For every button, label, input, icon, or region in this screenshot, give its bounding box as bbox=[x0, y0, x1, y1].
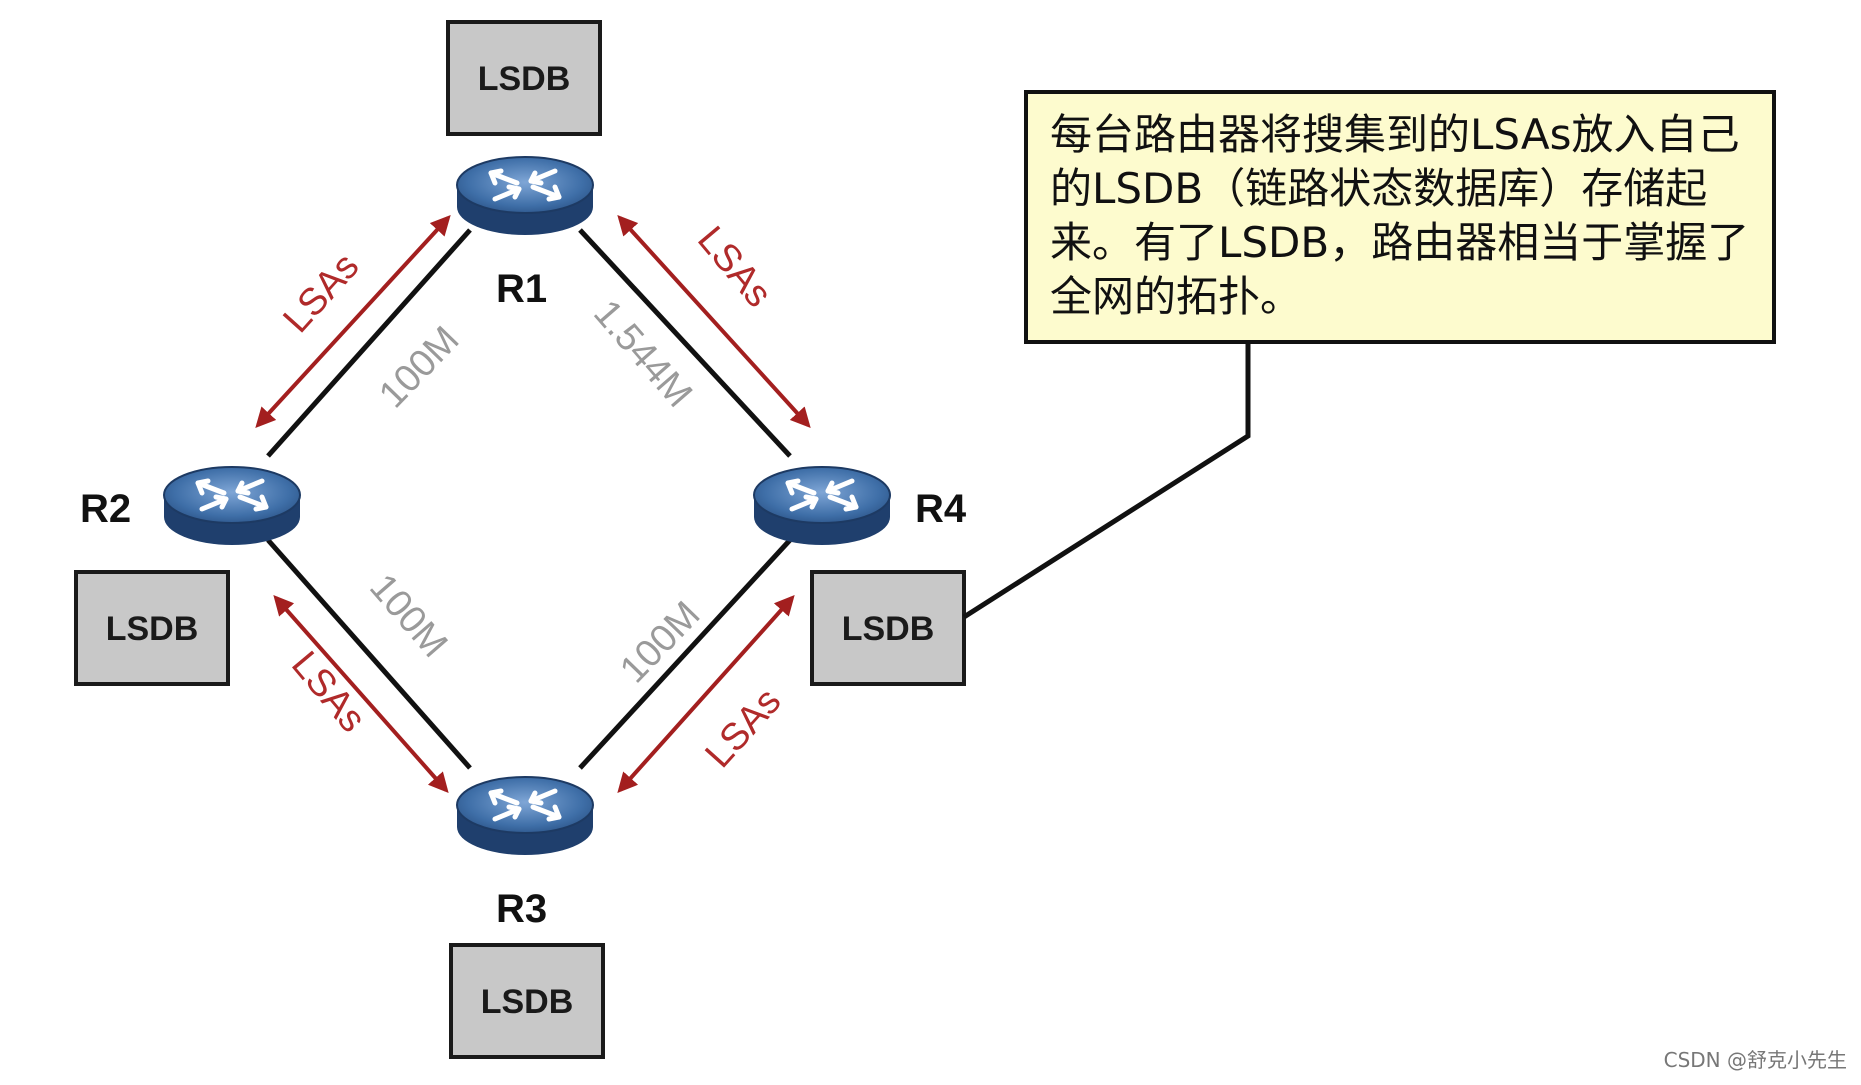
router-label-r2: R2 bbox=[80, 487, 131, 531]
bandwidth-label-r1-r4: 1.544M bbox=[585, 292, 700, 415]
router-r1 bbox=[457, 157, 593, 235]
lsa-label-r1-r2: LSAs bbox=[275, 245, 367, 341]
lsdb-box-r4: LSDB bbox=[810, 570, 966, 686]
router-icon bbox=[457, 157, 593, 235]
bandwidth-label-r1-r2: 100M bbox=[371, 319, 467, 417]
router-label-r4: R4 bbox=[915, 487, 967, 531]
callout-note: 每台路由器将搜集到的LSAs放入自己的LSDB（链路状态数据库）存储起来。有了L… bbox=[1024, 90, 1776, 344]
router-label-r3: R3 bbox=[496, 887, 547, 931]
router-icon bbox=[164, 467, 300, 545]
watermark: CSDN @舒克小先生 bbox=[1663, 1048, 1847, 1072]
lsa-arrow-r1-r4 bbox=[617, 215, 811, 428]
lsa-arrow-r2-r3 bbox=[273, 595, 449, 793]
lsdb-label: LSDB bbox=[481, 983, 574, 1021]
lsdb-label: LSDB bbox=[478, 60, 571, 98]
router-r3 bbox=[457, 777, 593, 855]
lsa-label-r1-r4: LSAs bbox=[689, 219, 780, 316]
lsdb-label: LSDB bbox=[106, 610, 199, 648]
callout-leader-line bbox=[962, 344, 1251, 620]
link-r2-r3 bbox=[266, 538, 472, 770]
lsdb-box-r2: LSDB bbox=[74, 570, 230, 686]
lsa-arrow-r3-r4 bbox=[617, 595, 795, 793]
lsdb-box-r1: LSDB bbox=[446, 20, 602, 136]
router-icon bbox=[457, 777, 593, 855]
router-icon bbox=[754, 467, 890, 545]
router-r4 bbox=[754, 467, 890, 545]
lsdb-box-r3: LSDB bbox=[449, 943, 605, 1059]
router-r2 bbox=[164, 467, 300, 545]
bandwidth-label-r2-r3: 100M bbox=[361, 566, 455, 665]
lsa-label-r3-r4: LSAs bbox=[697, 680, 789, 776]
callout-text: 每台路由器将搜集到的LSAs放入自己的LSDB（链路状态数据库）存储起来。有了L… bbox=[1050, 110, 1750, 321]
lsdb-label: LSDB bbox=[842, 610, 935, 648]
router-label-r1: R1 bbox=[496, 267, 547, 311]
lsa-arrow-r1-r2 bbox=[255, 215, 451, 428]
